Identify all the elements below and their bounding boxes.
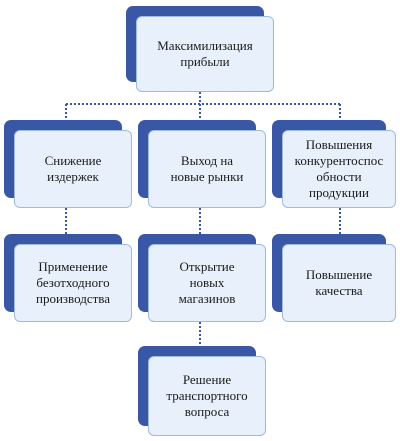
node-competitiveness-label: Повышения конкурентоспос обности продукц… [294, 137, 384, 200]
node-quality-improvement-label: Повышение качества [305, 267, 373, 298]
node-open-stores-label: Открытие новых магазинов [178, 259, 236, 306]
node-waste-free-production-label: Применение безотходного производства [35, 259, 111, 306]
node-new-markets-label: Выход на новые рынки [170, 153, 244, 184]
node-waste-free-production: Применение безотходного производства [4, 234, 132, 322]
node-maximize-profit: Максимилизация прибыли [126, 6, 274, 92]
node-new-markets: Выход на новые рынки [138, 120, 266, 208]
node-maximize-profit-label: Максимилизация прибыли [157, 38, 253, 69]
node-transport-solution-label: Решение транспортного вопроса [166, 372, 248, 419]
node-open-stores: Открытие новых магазинов [138, 234, 266, 322]
node-quality-improvement: Повышение качества [272, 234, 396, 322]
node-cost-reduction: Снижение издержек [4, 120, 132, 208]
node-transport-solution: Решение транспортного вопроса [138, 346, 266, 436]
node-competitiveness: Повышения конкурентоспос обности продукц… [272, 120, 396, 208]
node-cost-reduction-label: Снижение издержек [44, 153, 102, 184]
